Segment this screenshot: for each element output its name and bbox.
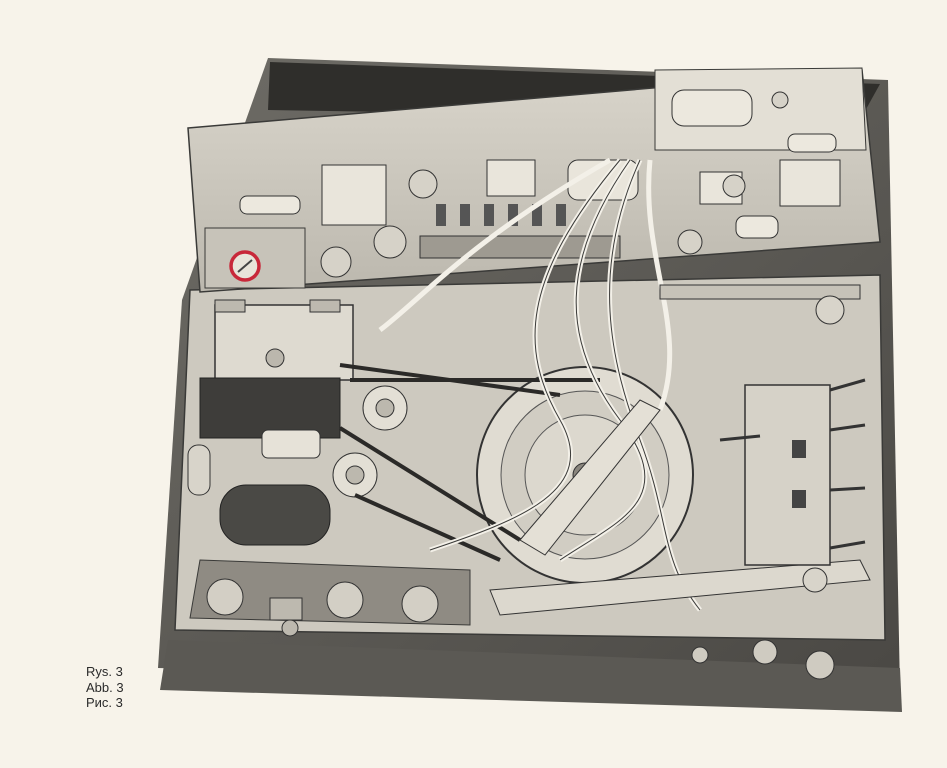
caption-german: Abb. 3	[86, 679, 124, 695]
caption-polish: Rys. 3	[86, 664, 123, 679]
transformer	[199, 299, 354, 439]
circuit-board	[187, 67, 881, 293]
drive-belts	[338, 363, 600, 562]
adjustment-screw-highlight	[204, 227, 306, 289]
figure-caption: Rys. 3 Abb. 3 Рис. 3	[86, 664, 124, 711]
pressure-arm	[489, 399, 871, 616]
caption-russian: Рис. 3	[86, 695, 123, 710]
head-slide-mechanism	[659, 284, 866, 593]
lower-edge-parts	[691, 639, 835, 680]
front-sockets	[206, 578, 439, 637]
motor-assembly	[187, 385, 408, 546]
